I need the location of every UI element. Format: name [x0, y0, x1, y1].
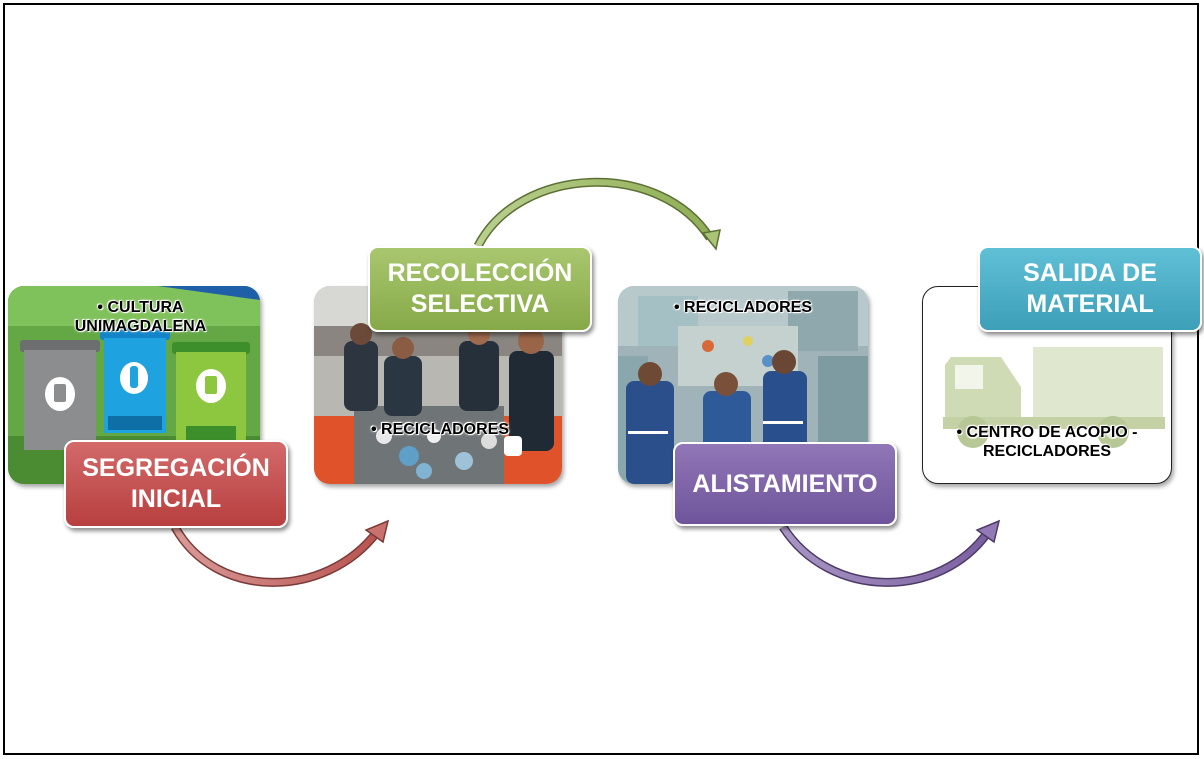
- truck-image: [943, 347, 1165, 448]
- step3-title: ALISTAMIENTO: [673, 442, 897, 526]
- step1-title: SEGREGACIÓN INICIAL: [64, 440, 288, 528]
- step2-bullet: • RECICLADORES: [370, 421, 510, 438]
- step3-bullet: • RECICLADORES: [673, 299, 813, 316]
- arrow-green: [474, 177, 721, 251]
- arrow-purple: [779, 519, 1001, 587]
- step4-title: SALIDA DE MATERIAL: [978, 246, 1202, 332]
- diagram-frame: [3, 3, 1199, 755]
- arrow-red: [171, 519, 390, 587]
- step4-bullet: • CENTRO DE ACOPIO - RECICLADORES: [956, 424, 1138, 460]
- step1-bullet: • CULTURA UNIMAGDALENA: [74, 299, 207, 335]
- step2-title: RECOLECCIÓN SELECTIVA: [368, 246, 592, 332]
- recycling-bins-image: [8, 286, 260, 484]
